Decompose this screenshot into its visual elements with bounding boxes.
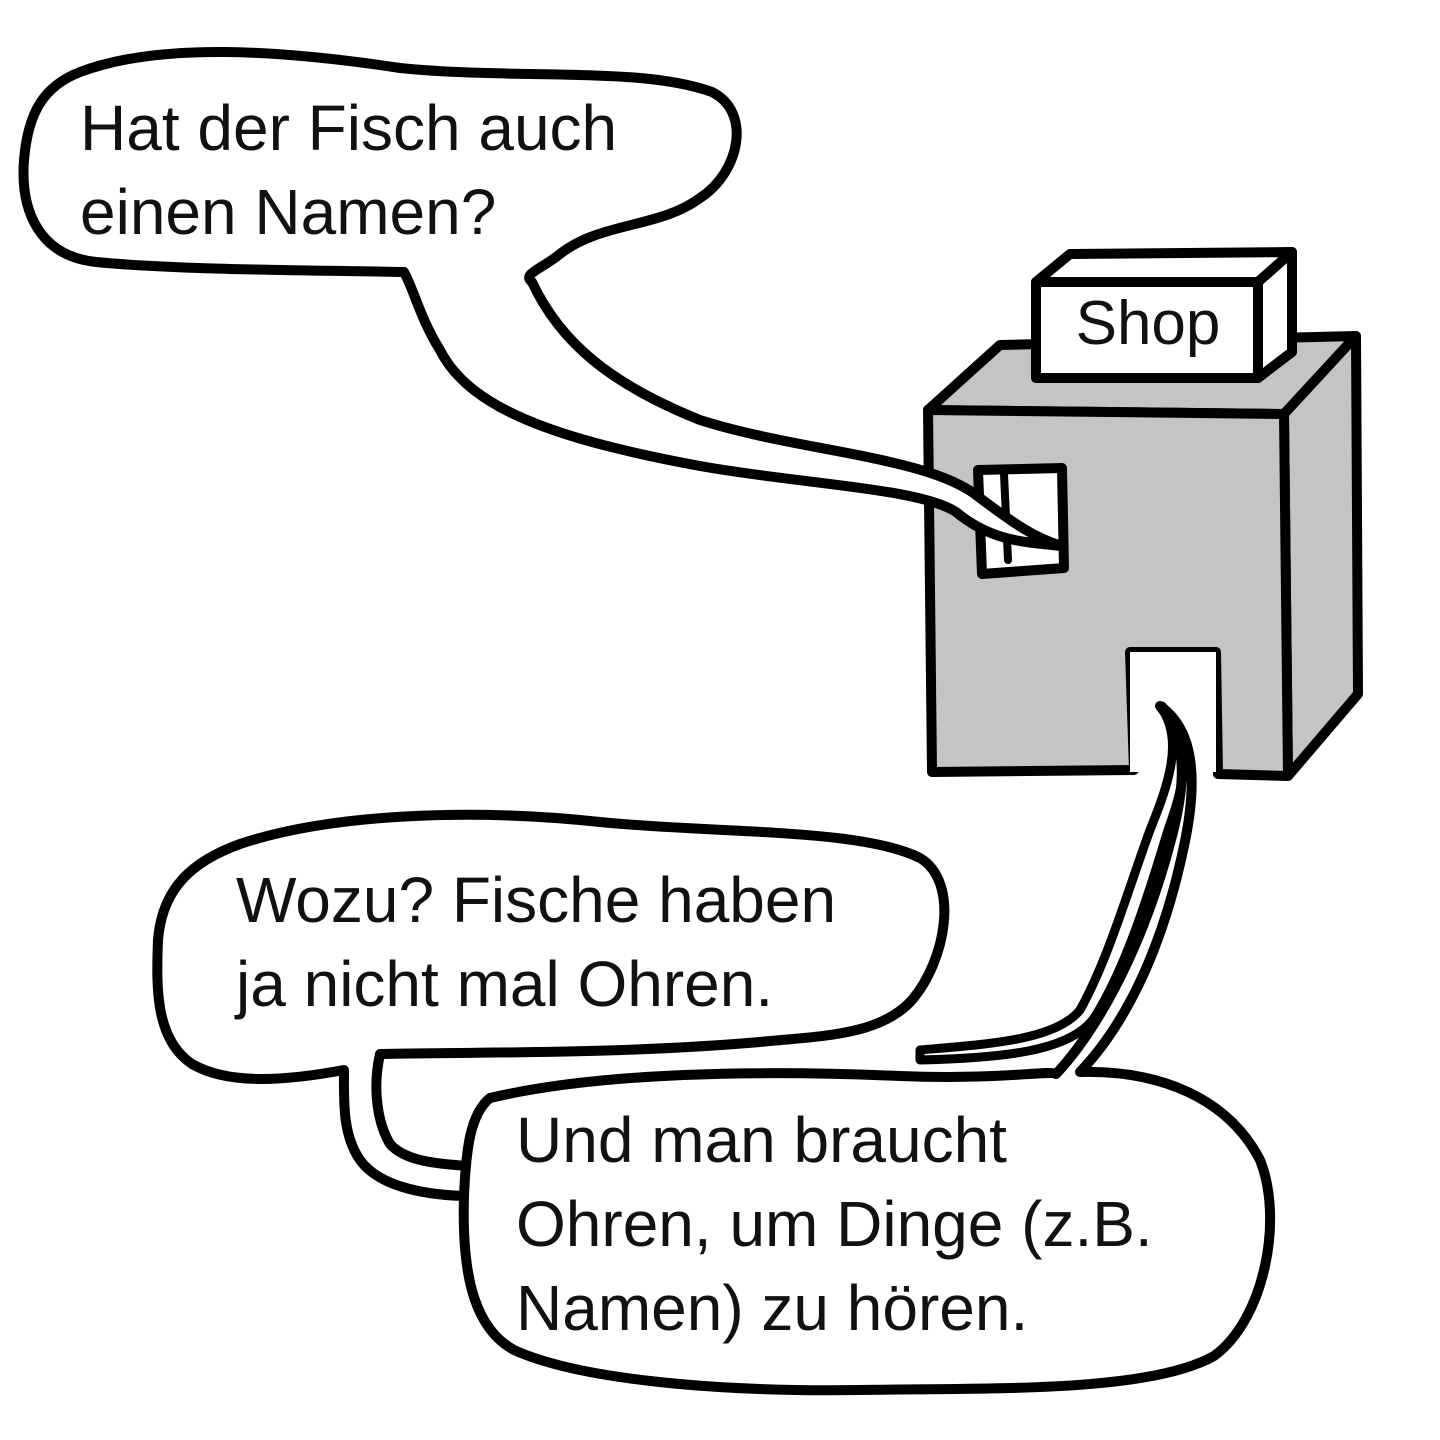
bottom-bubble-line-2: Ohren, um Dinge (z.B. [516, 1188, 1153, 1260]
middle-bubble-line-2: ja nicht mal Ohren. [234, 948, 773, 1020]
shop-sign-label: Shop [1076, 289, 1221, 358]
speech-bubble-bottom [458, 701, 1276, 1396]
top-bubble-line-2: einen Namen? [80, 176, 496, 248]
middle-bubble-line-1: Wozu? Fische haben [236, 864, 836, 936]
shop-building [923, 331, 1363, 781]
top-bubble-line-1: Hat der Fisch auch [80, 92, 617, 164]
sign-side-face [1253, 247, 1297, 383]
bottom-bubble-line-1: Und man braucht [516, 1104, 1007, 1176]
building-front [923, 405, 1293, 781]
speech-bubble-top [18, 46, 1067, 551]
sign-front-face [1031, 277, 1263, 383]
bottom-bubble-line-3: Namen) zu hören. [516, 1272, 1028, 1344]
shop-sign [1031, 247, 1297, 383]
building-side [1279, 331, 1363, 781]
speech-bubble-middle [152, 809, 950, 1201]
